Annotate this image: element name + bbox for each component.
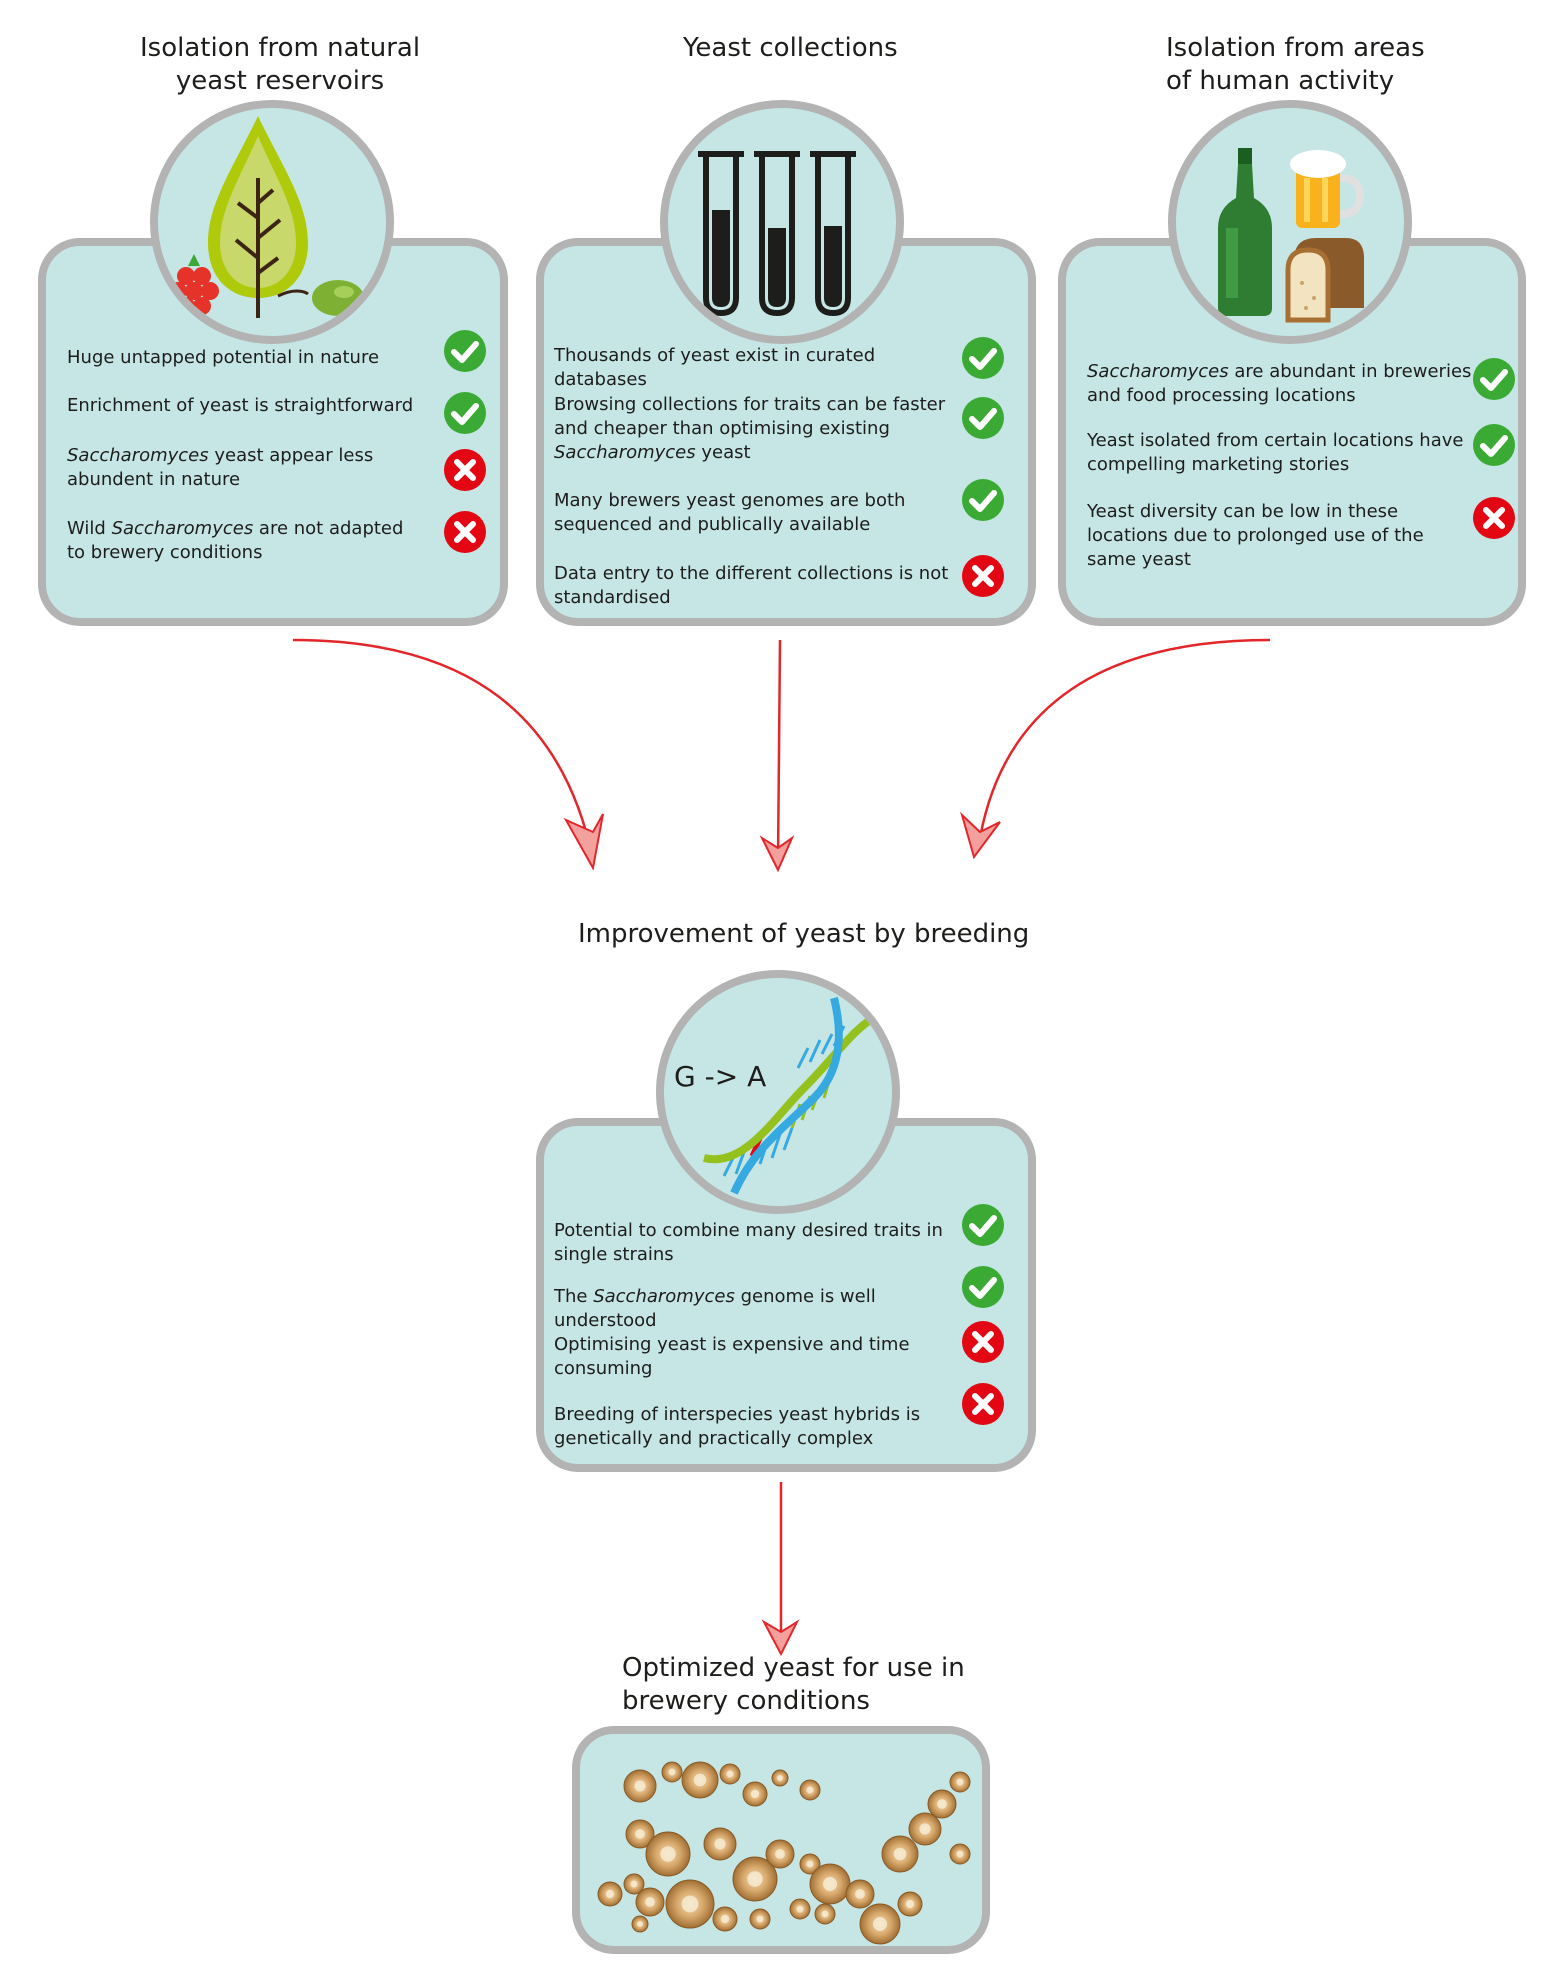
arrowhead-collections	[759, 835, 795, 873]
check-icon	[443, 329, 487, 373]
check-icon	[1472, 357, 1516, 401]
list-item: The Saccharomyces genome is well underst…	[554, 1286, 876, 1331]
list-item: Browsing collections for traits can be f…	[554, 394, 946, 463]
check-icon	[443, 391, 487, 435]
breeding-title: Improvement of yeast by breeding	[578, 919, 1030, 949]
cross-icon	[443, 448, 487, 492]
cross-icon	[1472, 496, 1516, 540]
list-item: Many brewers yeast genomes are both sequ…	[554, 490, 906, 535]
yeast-cells-icon	[597, 1761, 971, 1945]
wine-bottle-icon	[1218, 148, 1272, 316]
dna-helix-icon: G -> A	[674, 997, 876, 1195]
cross-icon	[961, 554, 1005, 598]
arrowhead-result	[761, 1619, 800, 1657]
result-panel	[572, 1726, 990, 1954]
check-icon	[961, 1265, 1005, 1309]
bread-icon	[1285, 238, 1364, 323]
source-illustration-natural	[150, 100, 394, 344]
cross-icon	[961, 1382, 1005, 1426]
check-icon	[1472, 423, 1516, 467]
arrowhead-human	[960, 811, 1001, 860]
source-title-human: Isolation from areas of human activity	[1166, 33, 1425, 96]
list-item: Breeding of interspecies yeast hybrids i…	[554, 1404, 921, 1449]
test-tubes-icon	[698, 151, 856, 317]
yeast-cell-cluster	[597, 1761, 971, 1945]
breeding-illustration: G -> A	[656, 970, 900, 1214]
cross-icon	[443, 510, 487, 554]
check-icon	[961, 396, 1005, 440]
breeding-panel	[536, 1118, 1036, 1472]
list-item: Thousands of yeast exist in curated data…	[554, 345, 876, 390]
list-item: Saccharomyces yeast appear less abundent…	[67, 445, 374, 490]
source-illustration-collections	[660, 100, 904, 344]
source-illustration-human	[1168, 100, 1412, 344]
beer-mug-icon	[1290, 150, 1365, 228]
list-item: Yeast diversity can be low in these loca…	[1087, 501, 1424, 570]
arrowhead-natural	[563, 813, 604, 871]
dna-label: G -> A	[674, 1060, 766, 1093]
list-item: Wild Saccharomyces are not adapted to br…	[67, 518, 404, 563]
source-title-natural: Isolation from natural yeast reservoirs	[140, 33, 421, 96]
source-title-collections: Yeast collections	[683, 33, 898, 63]
result-title: Optimized yeast for use in brewery condi…	[622, 1653, 965, 1716]
list-item: Saccharomyces are abundant in breweries …	[1087, 361, 1472, 406]
cross-icon	[961, 1320, 1005, 1364]
list-item: Optimising yeast is expensive and time c…	[554, 1334, 910, 1379]
list-item: Potential to combine many desired traits…	[554, 1220, 943, 1265]
check-icon	[961, 1203, 1005, 1247]
list-item: Yeast isolated from certain locations ha…	[1087, 430, 1464, 475]
check-icon	[961, 336, 1005, 380]
check-icon	[961, 478, 1005, 522]
arrow-natural-to-breeding	[292, 638, 595, 861]
arrow-collections-to-breeding	[776, 639, 782, 863]
tree-icon	[208, 116, 308, 318]
list-item: Huge untapped potential in nature	[67, 347, 380, 368]
list-item: Data entry to the different collections …	[554, 563, 949, 608]
list-item: Enrichment of yeast is straightforward	[67, 395, 414, 416]
arrow-human-to-breeding	[976, 638, 1271, 851]
